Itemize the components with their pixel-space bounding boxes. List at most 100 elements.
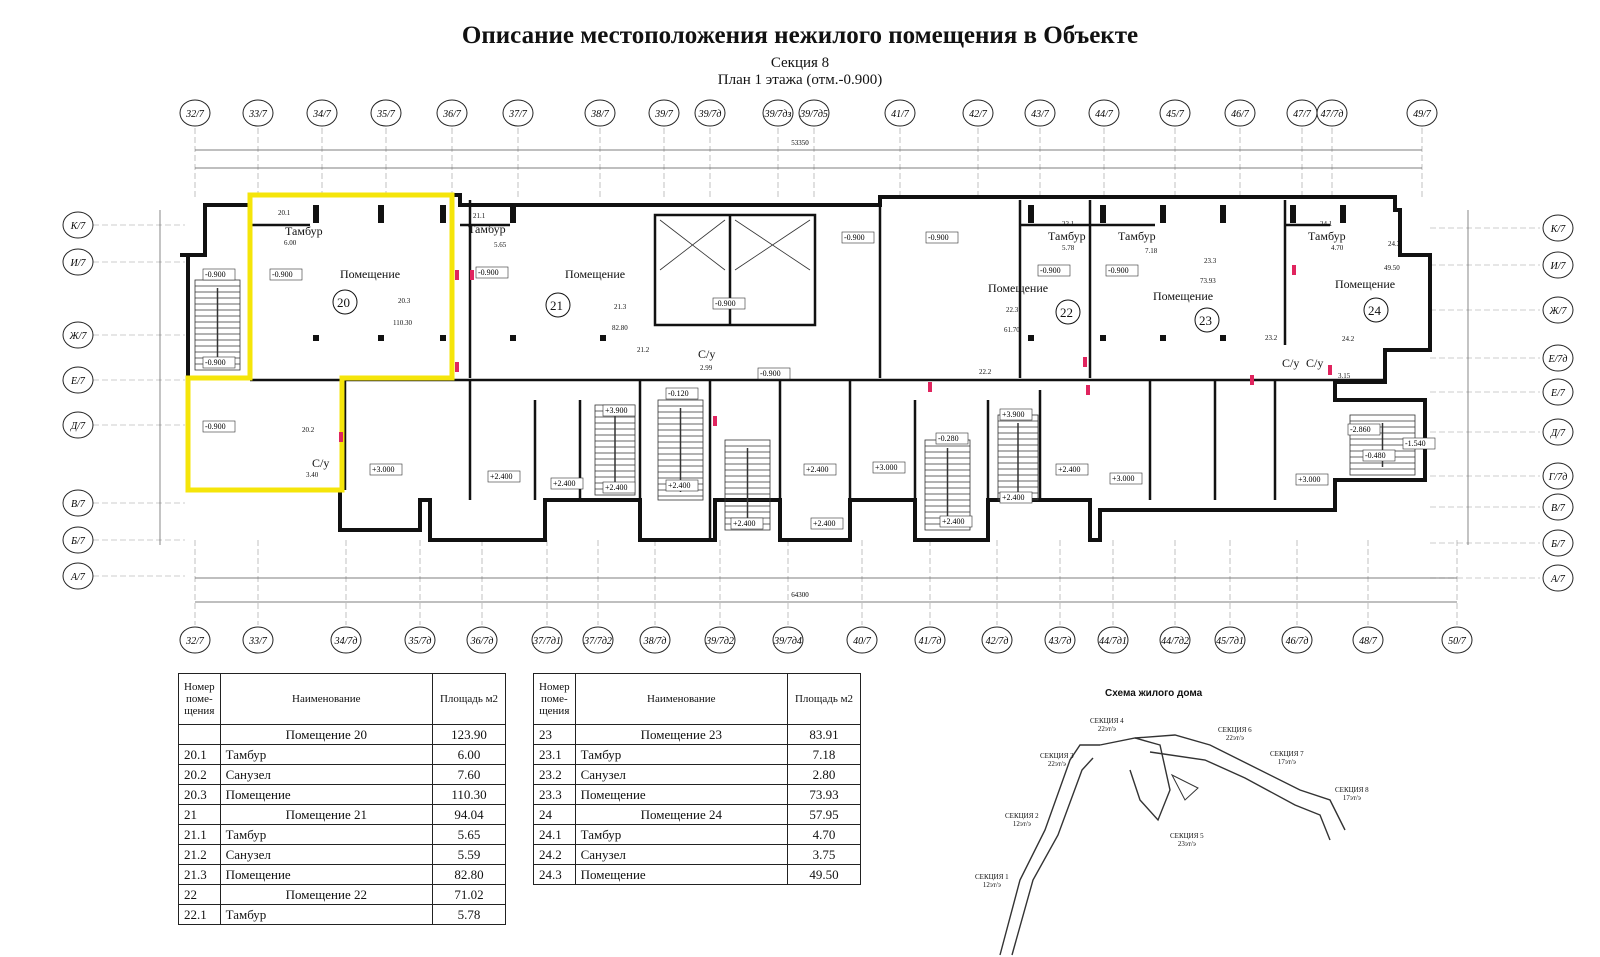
header-area: Площадь м2 [787,673,861,725]
axis-right-5: Д/7 [1542,418,1574,446]
axis-top-13: 43/7 [1024,99,1056,127]
svg-text:К/7: К/7 [70,221,86,232]
cell-area: 49.50 [787,864,861,885]
column [313,335,319,341]
column [1160,205,1166,223]
r24-number-circle [1363,297,1389,323]
level-mark: +2.400 [1055,463,1089,476]
svg-text:Е/7: Е/7 [1550,388,1566,399]
svg-text:Г/7д: Г/7д [1548,472,1568,483]
column [378,205,384,223]
cell-name: Помещение [574,784,789,805]
axis-top-4: 36/7 [436,99,468,127]
column [1340,205,1346,223]
level-mark: -0.900 [712,297,746,310]
cell-area: 7.60 [432,764,506,785]
r22-number: 22 [1060,305,1073,320]
svg-text:44/7д2: 44/7д2 [1161,636,1189,647]
axis-bottom-16: 45/7д1 [1214,626,1246,654]
svg-text:А/7: А/7 [70,572,86,583]
svg-text:К/7: К/7 [1550,224,1566,235]
r20-number-circle [332,289,358,315]
svg-text:-0.900: -0.900 [205,358,226,367]
header-name: Наименование [219,673,434,725]
svg-text:36/7д: 36/7д [470,636,494,647]
axis-top-3: 35/7 [370,99,402,127]
axis-left-4: Д/7 [62,411,94,439]
cell-name: Тамбур [219,744,434,765]
column [378,335,384,341]
svg-text:Ж/7: Ж/7 [1549,306,1568,317]
svg-text:41/7: 41/7 [891,109,910,120]
level-mark: +2.400 [550,477,584,490]
axis-top-2: 34/7 [306,99,338,127]
staircase [997,414,1039,501]
axis-left-2: Ж/7 [62,321,94,349]
axis-top-10: 39/7д5 [798,99,830,127]
cell-name: Санузел [219,844,434,865]
r22-main-area: 61.70 [1004,326,1020,334]
svg-text:Д/7: Д/7 [1550,428,1566,439]
r24-tambur: Тамбур [1308,229,1346,243]
door-marker [928,382,932,392]
axis-bottom-8: 39/7д2 [704,626,736,654]
r20-number: 20 [337,295,350,310]
svg-text:37/7д1: 37/7д1 [532,636,561,647]
staircase [594,404,636,496]
svg-text:-0.900: -0.900 [1040,266,1061,275]
column [440,205,446,223]
level-mark: -0.900 [202,268,236,281]
header-name: Наименование [574,673,789,725]
r21-wc: С/у [698,347,715,361]
svg-text:42/7д: 42/7д [986,636,1009,647]
cell-num: 23.3 [533,784,576,805]
door-markers [339,265,1332,442]
building-walls [180,193,1432,542]
cell-name: Санузел [574,764,789,785]
svg-text:+2.400: +2.400 [668,481,691,490]
r21-wc-area: 2.99 [700,364,713,372]
r23-wc-id: 23.2 [1265,334,1278,342]
svg-text:-0.900: -0.900 [205,270,226,279]
svg-text:33/7: 33/7 [248,636,268,647]
axis-top-0: 32/7 [179,99,211,127]
r23-main-id: 23.3 [1204,257,1217,265]
axis-bottom-5: 37/7д1 [531,626,563,654]
r24-tambur-area: 4.70 [1331,244,1344,252]
cell-name: Санузел [574,844,789,865]
door-marker [1086,385,1090,395]
cell-area: 73.93 [787,784,861,805]
level-mark: -0.480 [1362,449,1396,462]
svg-text:-0.280: -0.280 [938,434,959,443]
svg-text:37/7д2: 37/7д2 [583,636,612,647]
svg-text:35/7: 35/7 [376,109,396,120]
svg-text:+3.000: +3.000 [372,465,395,474]
r24-number: 24 [1368,303,1382,318]
axis-left-3: Е/7 [62,366,94,394]
header-num: Номер поме-щения [178,673,221,725]
svg-text:47/7: 47/7 [1293,109,1312,120]
svg-text:-0.900: -0.900 [205,422,226,431]
column [1100,205,1106,223]
level-mark: -0.900 [269,268,303,281]
header-num: Номер поме-щения [533,673,576,725]
axis-top-11: 41/7 [884,99,916,127]
cell-num: 24 [533,804,576,825]
page-title: Описание местоположения нежилого помещен… [461,22,1139,49]
cell-num: 20.3 [178,784,221,805]
svg-text:+3.900: +3.900 [1002,410,1025,419]
level-mark: -0.900 [475,266,509,279]
r21-tambur-area: 5.65 [494,241,507,249]
axis-top-16: 46/7 [1224,99,1256,127]
r20-wc: С/у [312,456,329,470]
level-mark: -0.900 [925,231,959,244]
